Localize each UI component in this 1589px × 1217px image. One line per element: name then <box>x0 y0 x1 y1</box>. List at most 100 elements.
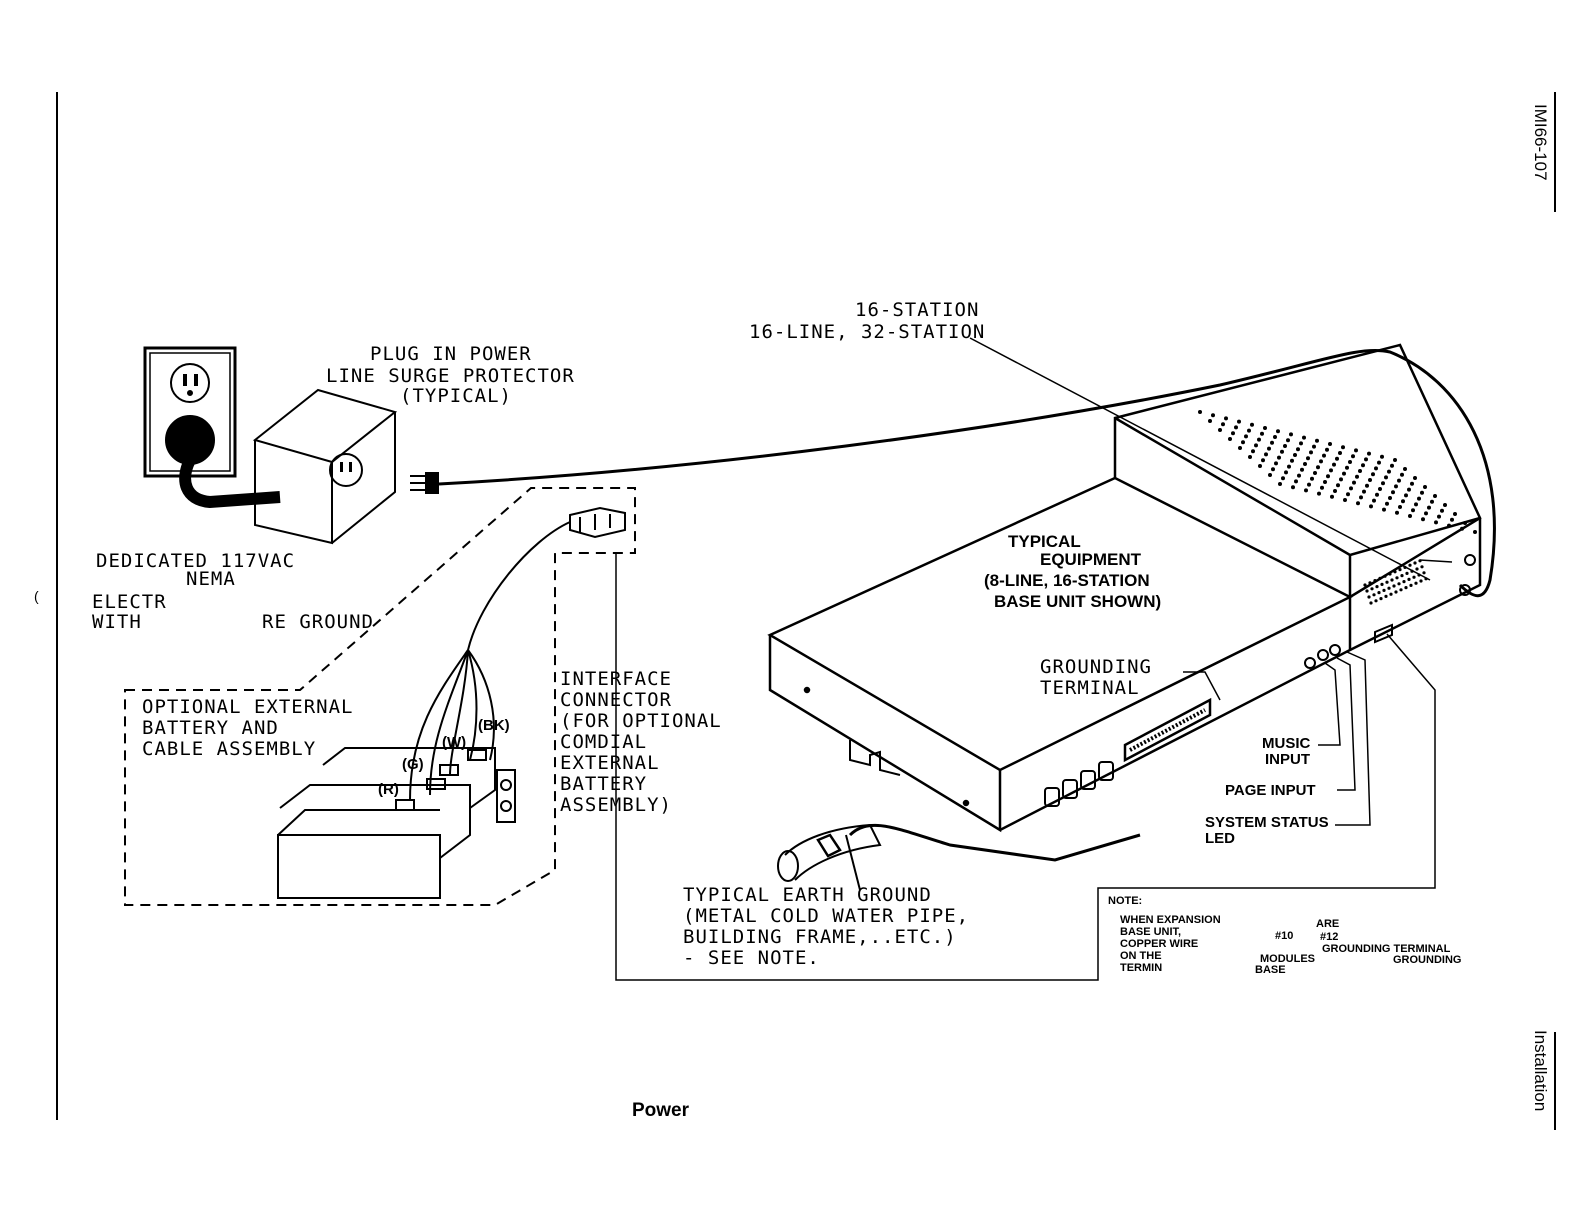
vent-dot <box>1299 441 1303 446</box>
vent-dot <box>1342 471 1346 476</box>
vent-dot <box>1359 495 1363 500</box>
vent-dot <box>1346 492 1350 497</box>
vent-dot <box>1433 494 1437 498</box>
vent-dot <box>1408 514 1412 518</box>
vent-dot <box>1381 481 1385 486</box>
vent-dot <box>1289 432 1293 437</box>
vent-dot <box>1237 419 1241 424</box>
water-pipe-clamp <box>777 823 882 891</box>
vent-dot <box>1270 440 1274 445</box>
vent-dot <box>1316 465 1320 470</box>
document-id: IMI66-107 <box>1531 104 1550 181</box>
vent-dot <box>1361 463 1365 468</box>
label-wire-g: (G) <box>402 756 424 773</box>
side-vent-dot <box>1373 579 1377 583</box>
vent-dot <box>1401 499 1405 504</box>
label-wire-bk: (BK) <box>478 717 510 734</box>
interface-connector <box>569 506 626 539</box>
wall-outlet <box>143 346 281 509</box>
vent-dot <box>1287 464 1291 469</box>
vent-dot <box>1247 428 1251 433</box>
vent-dot <box>1372 498 1376 503</box>
side-vent-dot <box>1368 581 1372 585</box>
side-vent-dot <box>1367 595 1371 599</box>
vent-dot <box>1198 410 1202 414</box>
vent-dot <box>1218 428 1222 432</box>
side-vent-dot <box>1407 577 1411 582</box>
label-typical-equipment-3: (8-LINE, 16-STATION <box>984 571 1150 590</box>
vent-dot <box>1440 508 1444 513</box>
vent-dot <box>1410 481 1414 486</box>
vent-dot <box>1211 413 1215 418</box>
vent-dot <box>1244 434 1248 439</box>
base-unit-cabinet <box>767 343 1482 833</box>
vent-dot <box>1407 487 1411 492</box>
label-surge-protector: LINE SURGE PROTECTOR <box>326 365 575 387</box>
vent-dot <box>1403 467 1407 471</box>
vent-dot <box>1278 482 1282 486</box>
label-comdial: COMDIAL <box>560 731 647 753</box>
vent-dot <box>1313 471 1317 475</box>
vent-dot <box>1320 485 1324 490</box>
label-typical-equipment-1: TYPICAL <box>1008 532 1081 551</box>
note-line-a: WHEN EXPANSION <box>1120 914 1221 926</box>
figure-caption: Power <box>632 1100 690 1121</box>
batteries <box>277 747 516 899</box>
label-with: WITH <box>92 611 142 633</box>
vent-dot <box>1248 455 1252 459</box>
vent-dot <box>1374 466 1378 471</box>
side-vent-dot <box>1420 565 1424 569</box>
vent-dot <box>1277 455 1281 460</box>
vent-dot <box>1325 447 1329 452</box>
vent-dot <box>1208 419 1212 423</box>
vent-dot <box>1290 458 1294 463</box>
vent-dot <box>1378 487 1382 491</box>
vent-dot <box>1335 456 1339 461</box>
vent-dot <box>1326 474 1330 479</box>
side-vent-dot <box>1408 563 1412 567</box>
label-wire-w: (W) <box>442 734 466 751</box>
note-title: NOTE: <box>1108 895 1142 907</box>
vent-dot <box>1348 460 1352 464</box>
vent-dot <box>1241 440 1245 445</box>
vent-dot <box>1336 483 1340 488</box>
note-line-i: GROUNDING TERMINAL <box>1322 943 1451 955</box>
label-battery: BATTERY <box>560 773 647 795</box>
vent-dot <box>1391 490 1395 495</box>
vent-dot <box>1328 442 1332 446</box>
note-line-f: #10 <box>1275 930 1293 942</box>
vent-dot <box>1260 431 1264 436</box>
vent-dot <box>1280 449 1284 454</box>
vent-dot <box>1364 457 1368 462</box>
side-vent-dot <box>1398 568 1402 572</box>
section-name: Installation <box>1531 1030 1550 1112</box>
front-connectors <box>1044 697 1212 807</box>
vent-dot <box>1473 530 1477 534</box>
label-typical-equipment-4: BASE UNIT SHOWN) <box>994 592 1161 611</box>
vent-dot <box>1254 443 1258 448</box>
left-margin-rule <box>56 92 58 1120</box>
right-margin-rule-bottom <box>1554 1032 1556 1130</box>
side-vent-dot <box>1380 582 1384 587</box>
side-vent-dot <box>1422 571 1426 575</box>
label-wire-r: (R) <box>378 781 399 798</box>
side-vent-dot <box>1389 592 1393 596</box>
vent-dot <box>1268 473 1272 477</box>
vent-dot <box>1430 499 1434 504</box>
side-vent-dot <box>1363 583 1367 587</box>
vent-dot <box>1443 503 1447 507</box>
side-vent-dot <box>1370 587 1374 591</box>
label-dedicated-117vac: DEDICATED 117VAC <box>96 550 295 572</box>
vent-dot <box>1411 508 1415 513</box>
note-line-j: GROUNDING <box>1393 954 1461 966</box>
vent-dot <box>1291 485 1295 490</box>
vent-dot <box>1251 449 1255 454</box>
label-led: LED <box>1205 830 1235 847</box>
vent-dot <box>1312 444 1316 449</box>
vent-dot <box>1286 438 1290 443</box>
power-plug <box>410 472 439 494</box>
vent-dot <box>1394 484 1398 489</box>
vent-dot <box>1317 491 1321 496</box>
vent-dot <box>1397 478 1401 483</box>
vent-dot <box>1294 479 1298 484</box>
